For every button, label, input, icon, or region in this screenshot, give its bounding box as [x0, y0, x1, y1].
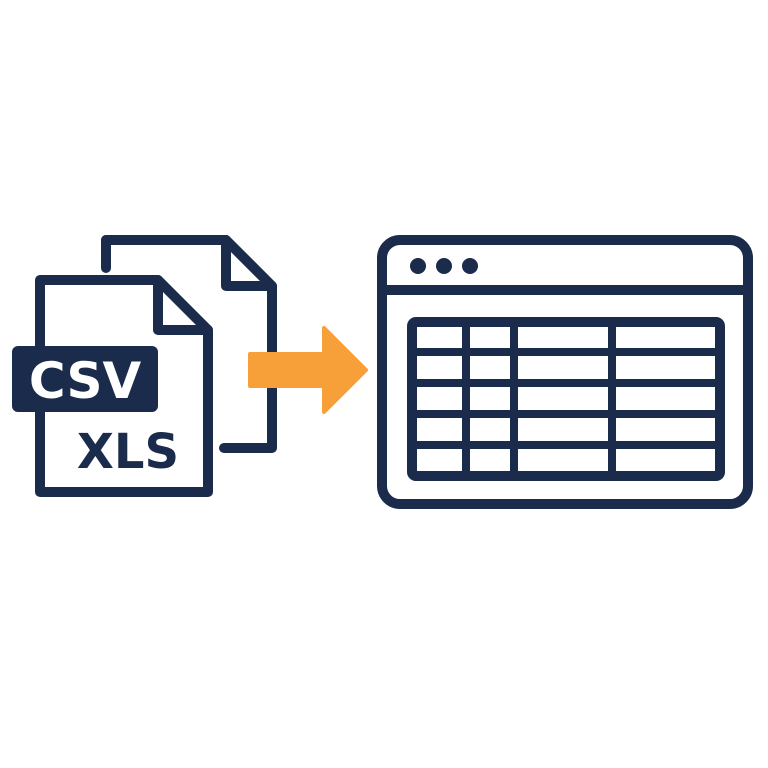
- csv-badge: CSV: [12, 346, 158, 412]
- window-dot-icon: [462, 258, 478, 274]
- xls-label: XLS: [77, 424, 179, 480]
- arrow-right-icon: [248, 326, 368, 414]
- table-grid-icon: [407, 317, 725, 481]
- window-dot-icon: [436, 258, 452, 274]
- csv-label: CSV: [29, 352, 142, 410]
- window-dot-icon: [410, 258, 426, 274]
